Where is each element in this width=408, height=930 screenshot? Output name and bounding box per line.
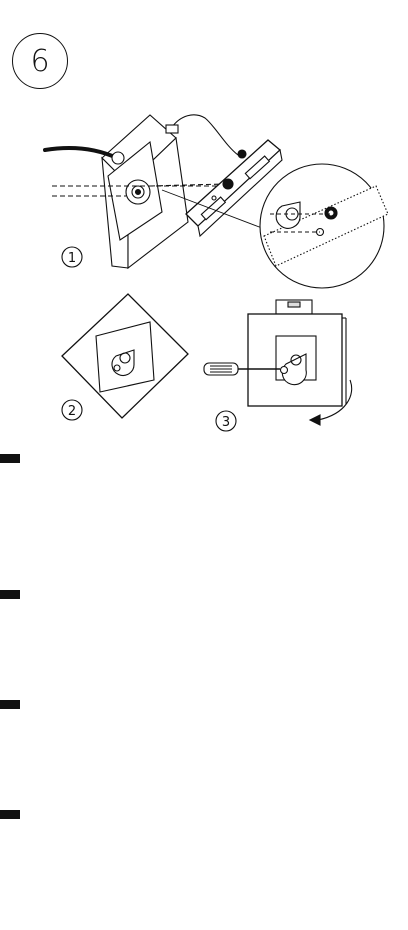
figure-2: [62, 294, 188, 420]
figure-1: [45, 115, 388, 288]
installation-illustration: 1 2 3: [0, 0, 408, 460]
sub-step-1-label: 1: [68, 251, 76, 266]
sub-step-2-label: 2: [68, 404, 76, 419]
zoom-detail: [260, 164, 388, 288]
language-tab-4: [0, 810, 20, 819]
language-tab-2: [0, 590, 20, 599]
language-tab-1: [0, 454, 20, 463]
language-tab-3: [0, 700, 20, 709]
sub-step-3-label: 3: [222, 415, 230, 430]
figure-3: [204, 300, 352, 431]
screw-icon: [281, 367, 288, 374]
device-body: [102, 115, 188, 268]
